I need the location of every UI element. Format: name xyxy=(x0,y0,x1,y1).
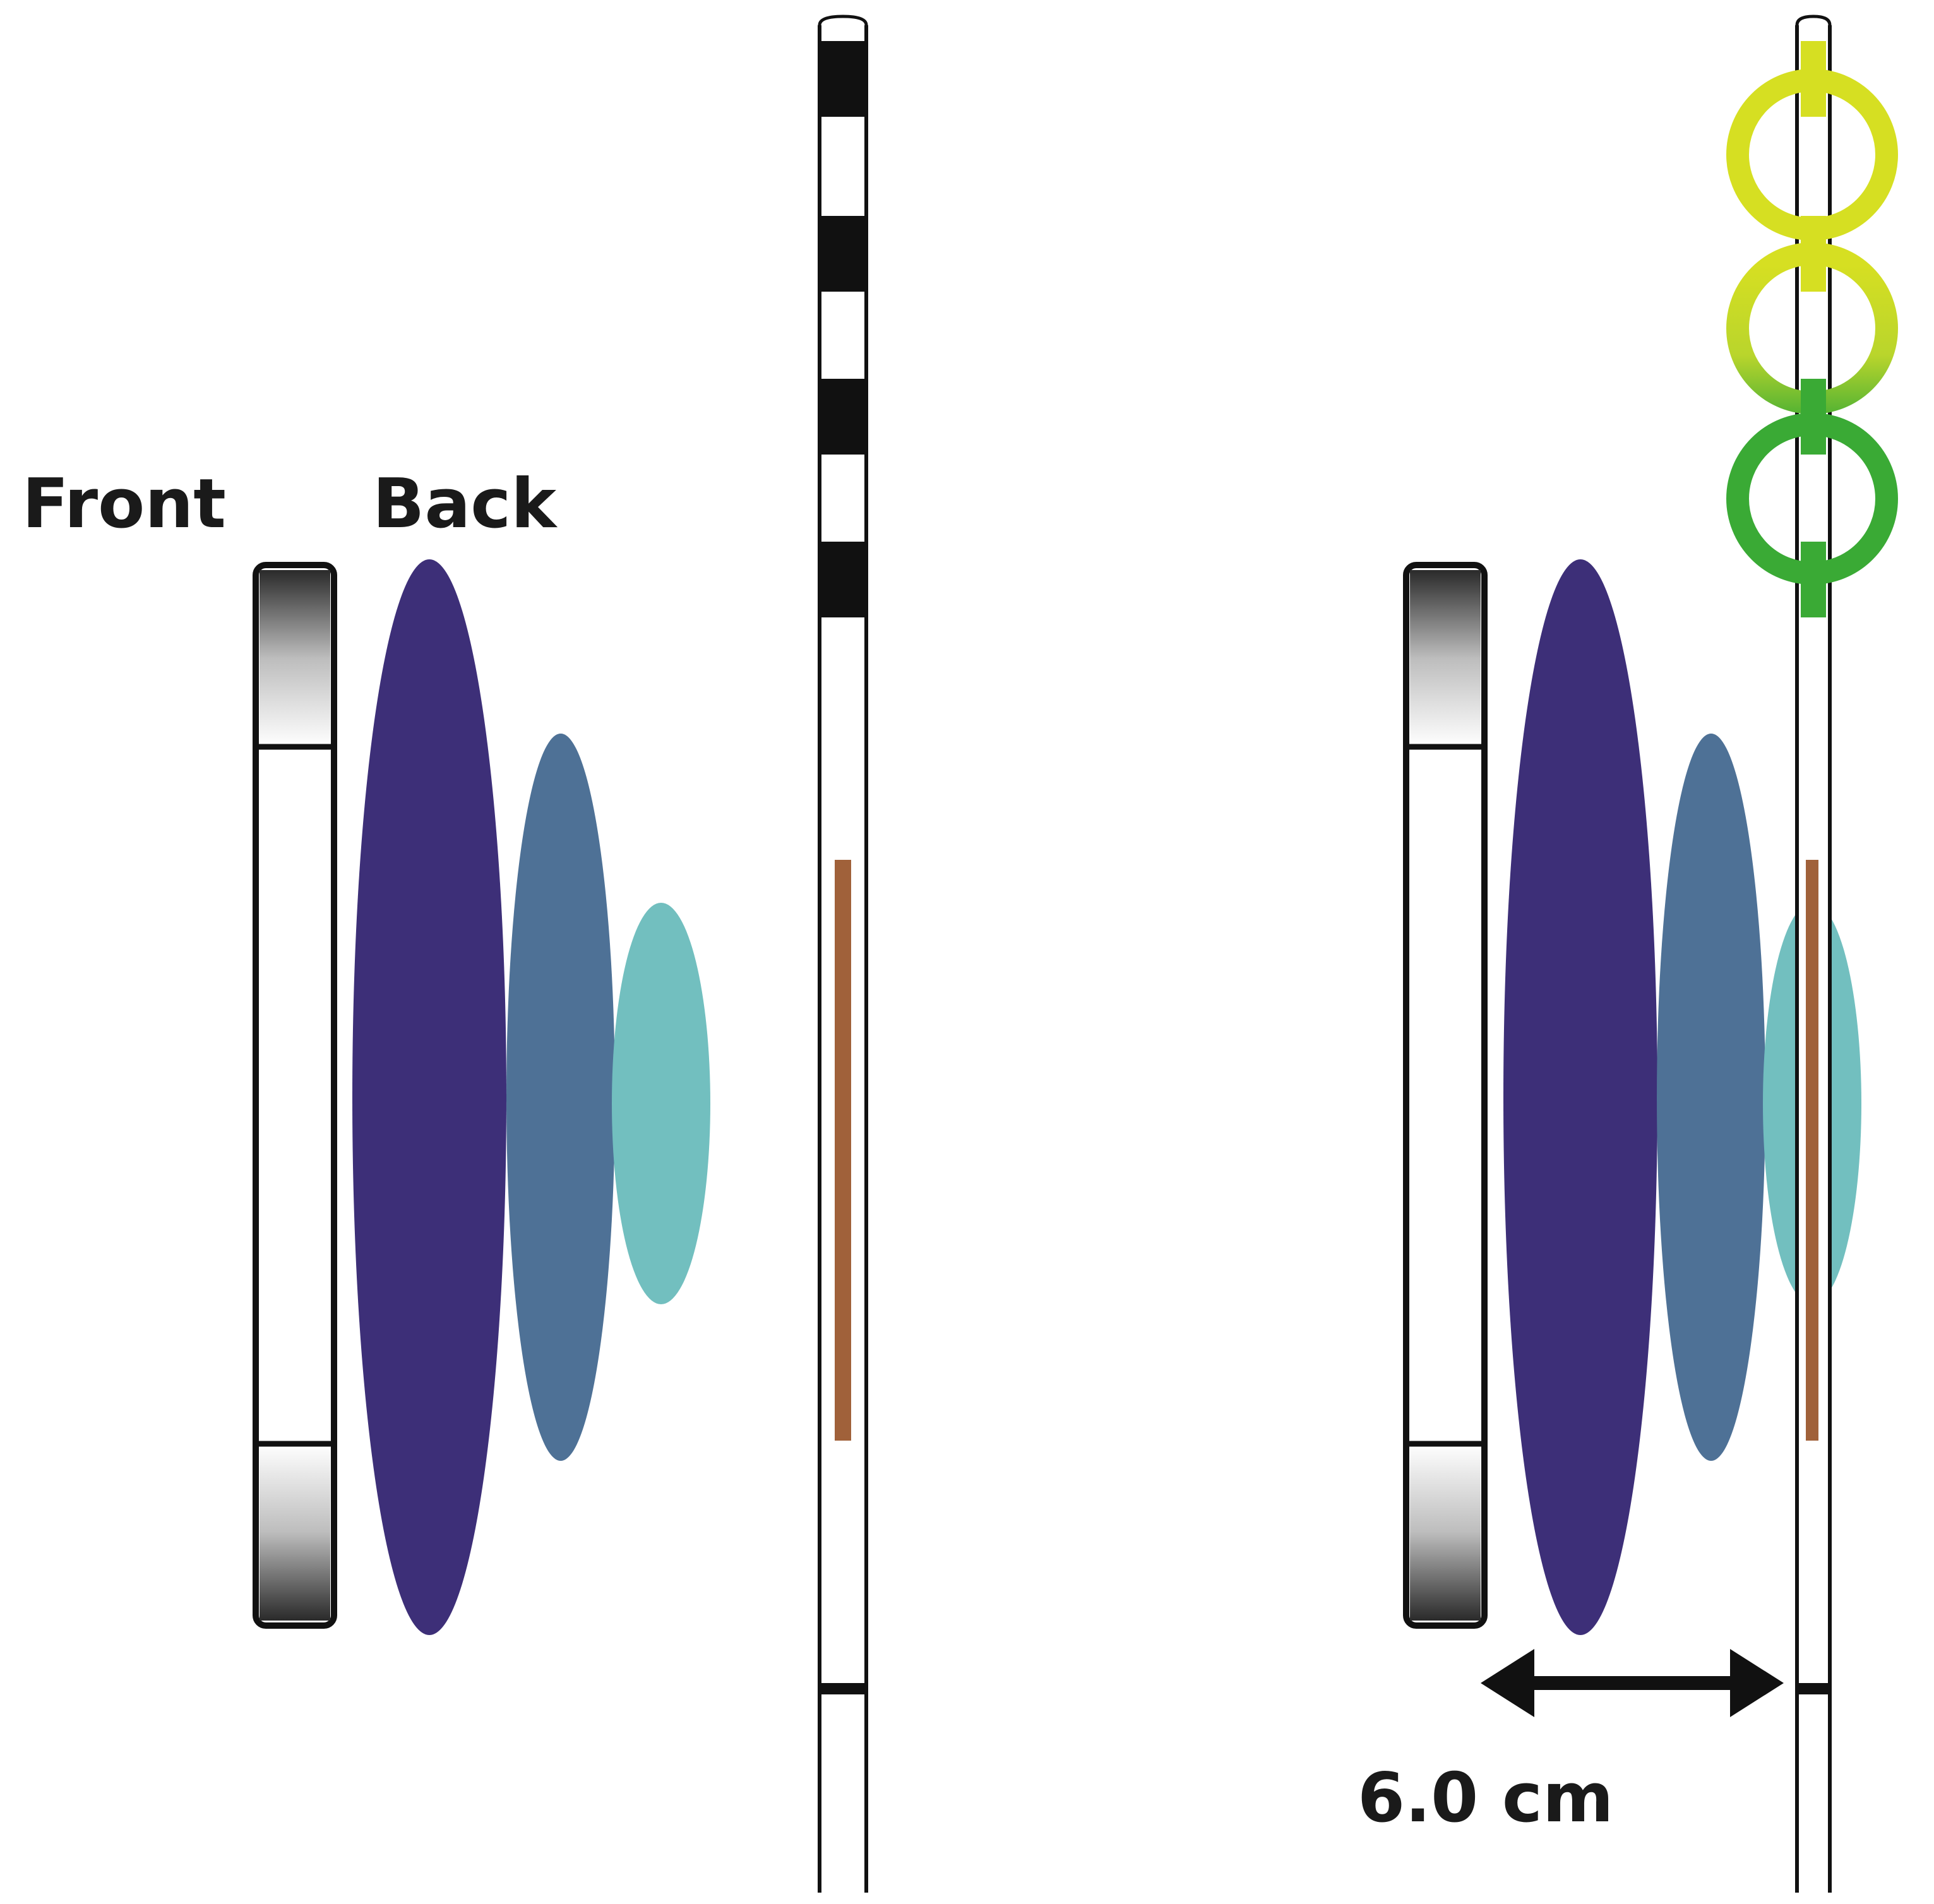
ring-bar xyxy=(1801,542,1826,617)
distance-arrow xyxy=(1481,1649,1784,1717)
ellipse-medium-left xyxy=(506,734,615,1461)
marker-black xyxy=(1797,1683,1830,1694)
stripe-black xyxy=(820,216,866,292)
back-label: Back xyxy=(373,465,558,544)
ring-chain xyxy=(1726,41,1898,617)
stripe-black xyxy=(820,41,866,117)
rod-left xyxy=(818,15,868,1893)
stripe-black xyxy=(820,379,866,455)
ellipse-small-left xyxy=(612,903,710,1304)
front-plate-left xyxy=(253,562,337,1629)
brown-line-left xyxy=(835,860,851,1441)
rod-right xyxy=(1795,15,1832,1893)
brown-line-right xyxy=(1806,860,1818,1441)
ellipse-large-left xyxy=(352,559,506,1635)
ellipse-large-right xyxy=(1503,559,1657,1635)
stripe-black xyxy=(820,542,866,617)
front-plate-right xyxy=(1403,562,1488,1629)
distance-label: 6.0 cm xyxy=(1358,1759,1613,1838)
marker-black xyxy=(820,1683,866,1694)
ellipse-medium-right xyxy=(1657,734,1765,1461)
front-label: Front xyxy=(22,465,226,544)
